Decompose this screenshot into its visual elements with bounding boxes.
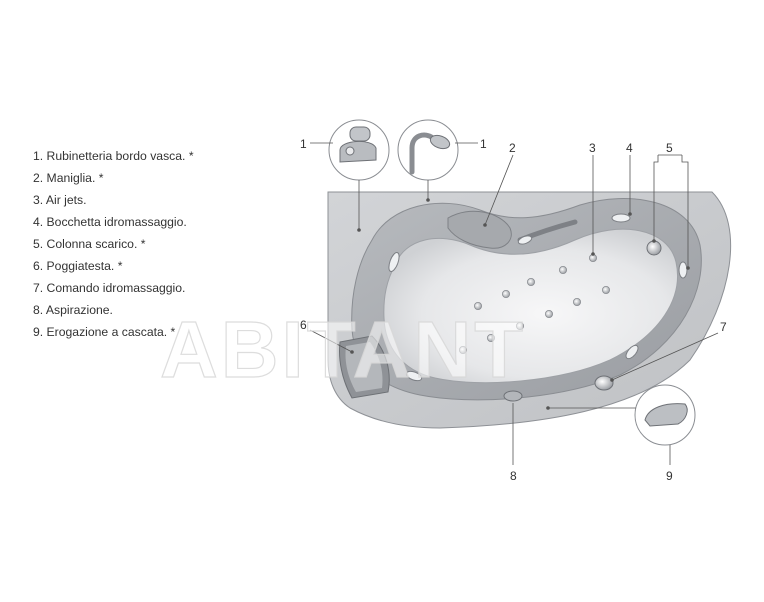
air-jets <box>458 253 611 354</box>
drain-column <box>646 240 662 256</box>
legend-item: 3. Air jets. <box>33 193 87 207</box>
legend-item: 2. Maniglia. * <box>33 171 104 185</box>
legend-item: 7. Comando idromassaggio. <box>33 281 186 295</box>
detail-faucet <box>328 119 390 181</box>
legend-list: 1. Rubinetteria bordo vasca. * 2. Manigl… <box>33 145 194 343</box>
callout-6: 6 <box>300 318 307 332</box>
tub-basin <box>383 228 678 384</box>
suction-inlet <box>503 390 523 402</box>
callout-4: 4 <box>626 141 633 155</box>
legend-item: 9. Erogazione a cascata. * <box>33 325 176 339</box>
legend-item: 4. Bocchetta idromassaggio. <box>33 215 187 229</box>
handle <box>447 210 512 249</box>
callout-7: 7 <box>720 320 727 334</box>
legend-item: 1. Rubinetteria bordo vasca. * <box>33 149 194 163</box>
legend-item: 8. Aspirazione. <box>33 303 113 317</box>
callout-9: 9 <box>666 469 673 483</box>
callout-1-shower: 1 <box>480 137 487 151</box>
callout-8: 8 <box>510 469 517 483</box>
rim-jets <box>388 213 688 382</box>
headrest-cushion <box>345 342 383 392</box>
legend-item: 5. Colonna scarico. * <box>33 237 146 251</box>
detail-cascade <box>634 384 696 446</box>
detail-shower <box>397 119 459 181</box>
callout-5: 5 <box>666 141 673 155</box>
leader-lines <box>309 142 719 465</box>
callout-2: 2 <box>509 141 516 155</box>
callout-1-faucet: 1 <box>300 137 307 151</box>
callout-3: 3 <box>589 141 596 155</box>
control-knob <box>594 375 614 391</box>
legend-item: 6. Poggiatesta. * <box>33 259 123 273</box>
leader-dots <box>350 198 690 410</box>
